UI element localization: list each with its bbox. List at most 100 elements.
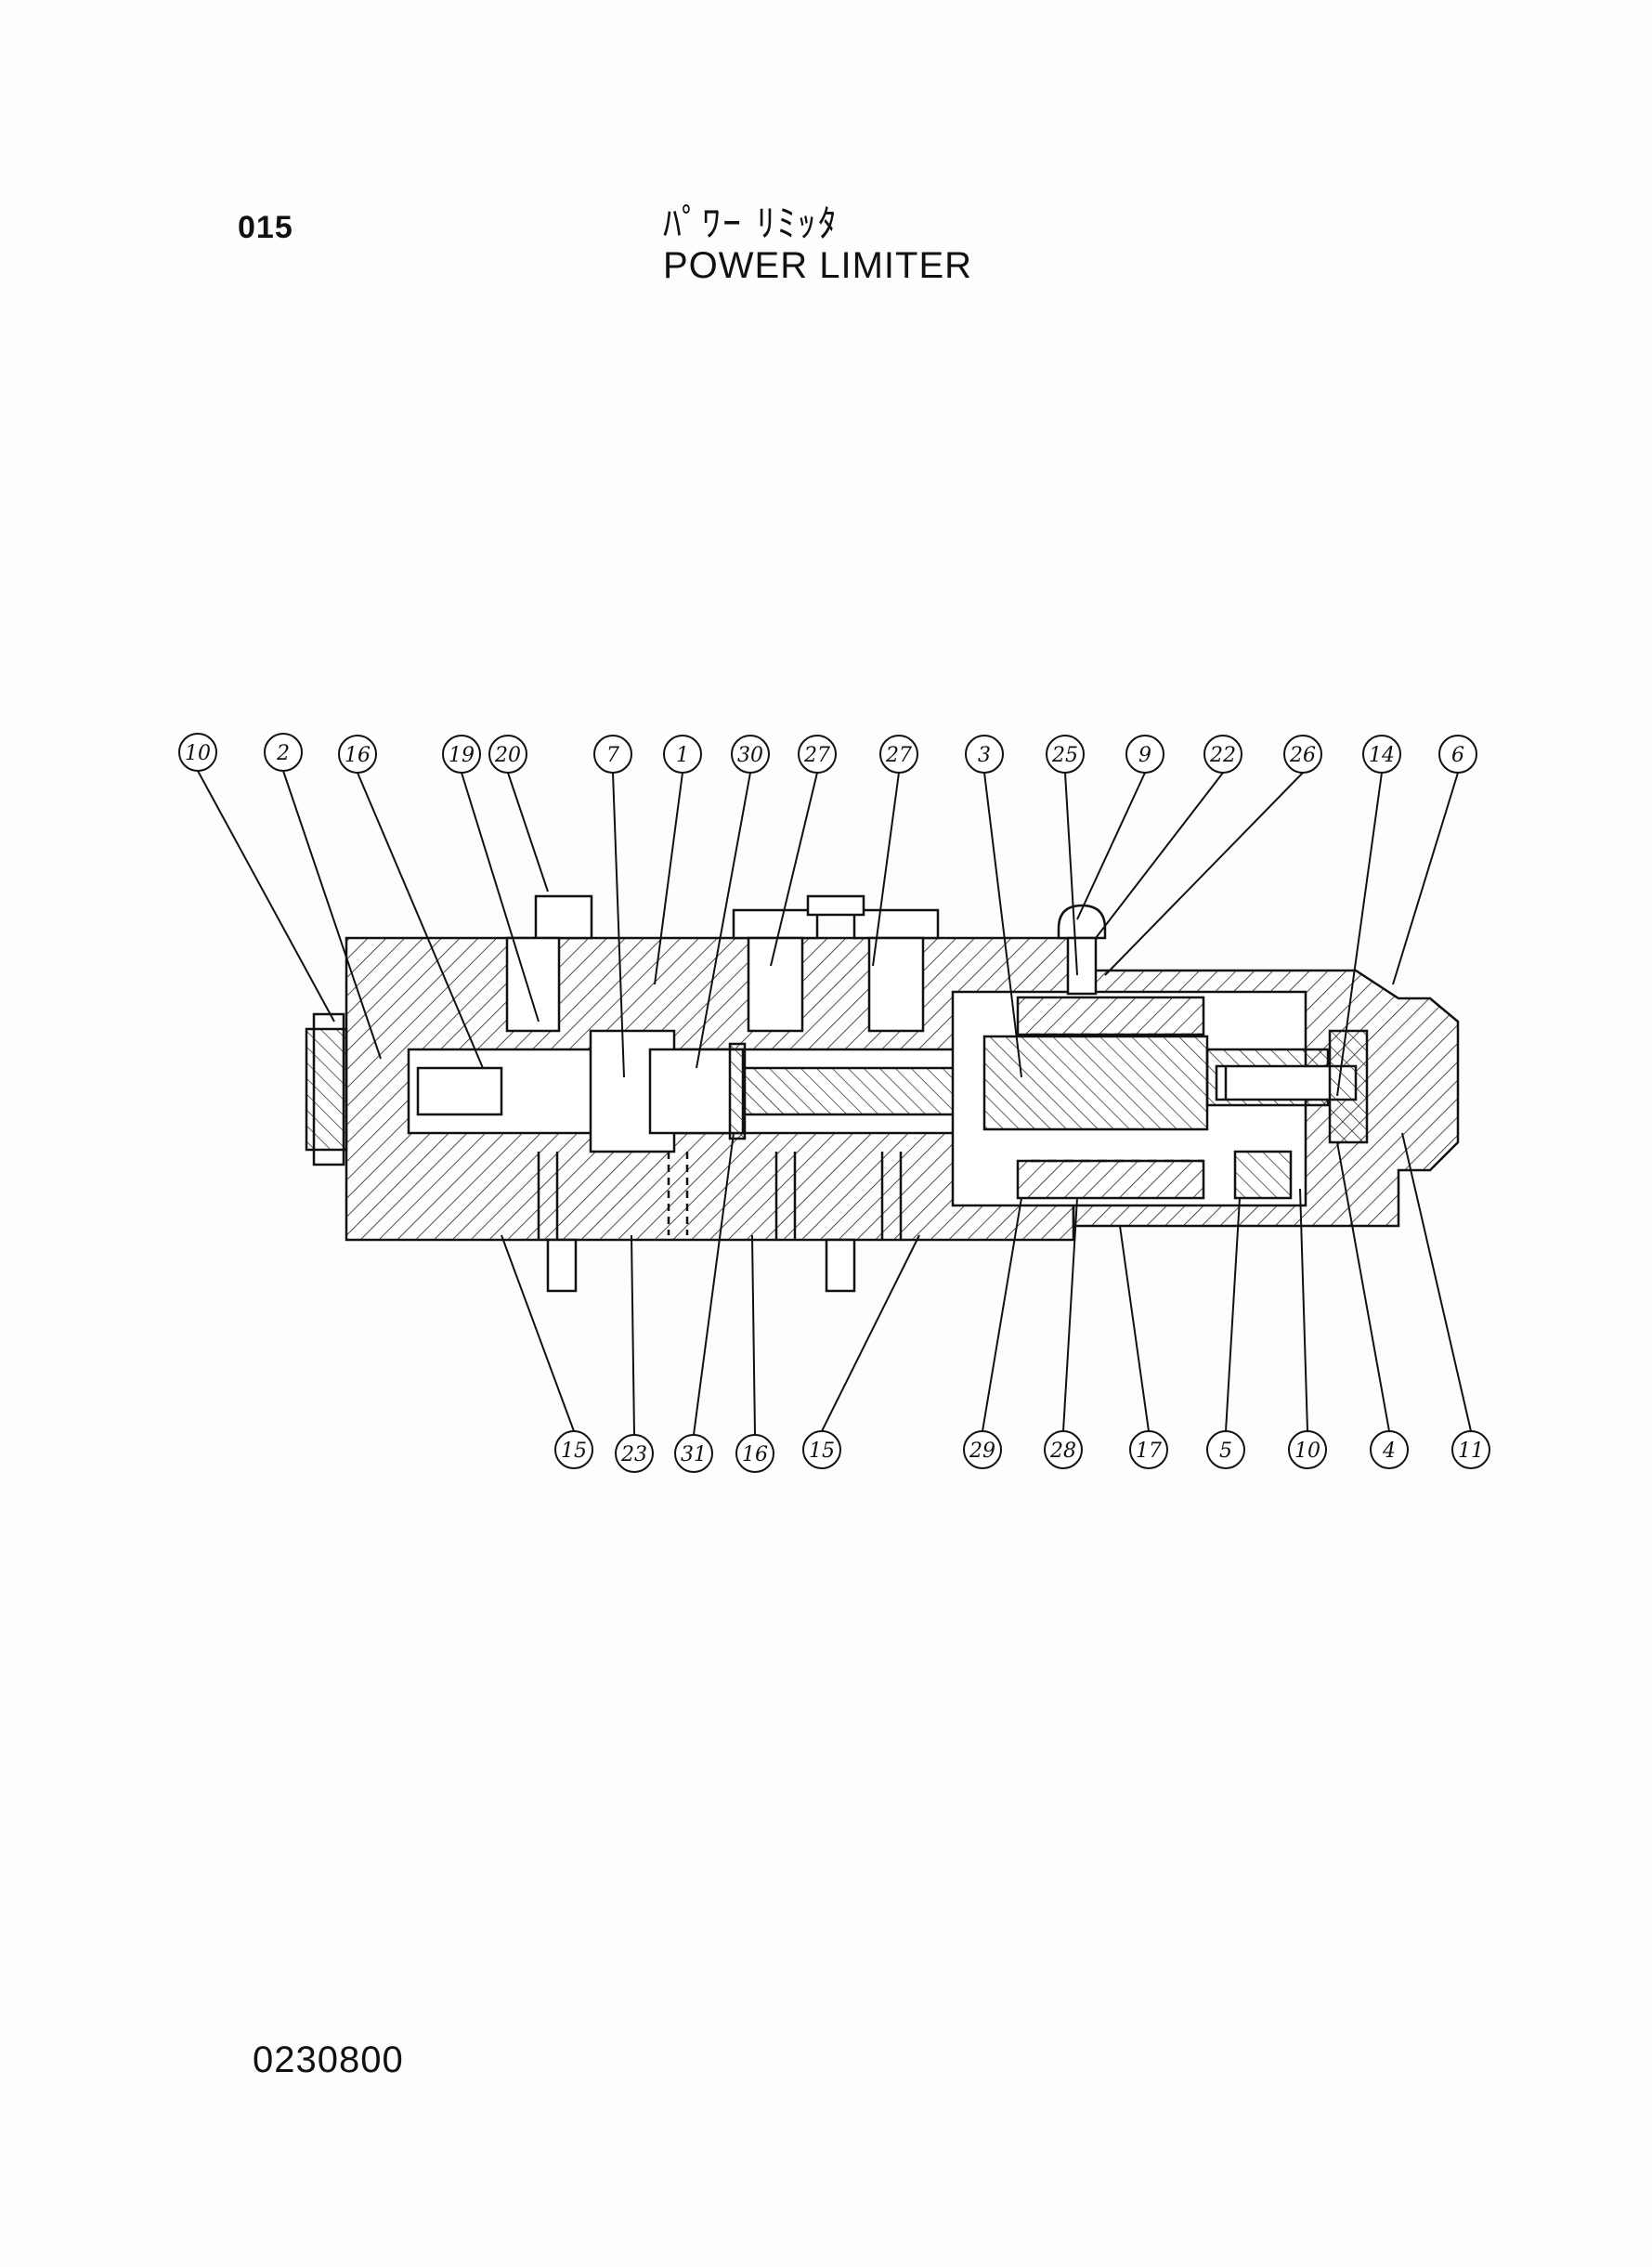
callout-bubble-bottom-2 (674, 1434, 713, 1473)
callout-leader-top-7 (696, 772, 751, 1069)
callout-bubble-top-2 (338, 735, 377, 774)
spring-seat (1233, 1150, 1293, 1200)
callout-leader-bottom-5 (982, 1197, 1022, 1432)
callout-label-top-12: 9 (1138, 744, 1151, 767)
breather-fitting (1057, 904, 1107, 940)
callout-label-top-10: 3 (978, 744, 991, 767)
top-plug-2 (852, 908, 940, 940)
title-english: POWER LIMITER (663, 245, 973, 286)
top-plug-1 (732, 908, 819, 940)
sheet-number: 015 (238, 210, 293, 245)
callout-leader-top-0 (197, 770, 335, 1023)
callout-leader-top-6 (654, 772, 683, 985)
callout-bubble-bottom-3 (735, 1434, 774, 1473)
callout-bubble-top-14 (1283, 735, 1322, 774)
document-code: 0230800 (253, 2039, 404, 2080)
callout-label-bottom-0: 15 (561, 1440, 587, 1463)
callout-leader-bottom-10 (1336, 1141, 1390, 1432)
callout-leader-bottom-0 (501, 1234, 575, 1432)
callout-bubble-top-1 (264, 733, 303, 772)
bottom-pin-right (825, 1238, 856, 1293)
callout-bubble-bottom-5 (963, 1430, 1002, 1469)
callout-bubble-top-16 (1438, 735, 1477, 774)
callout-label-bottom-11: 11 (1458, 1440, 1484, 1463)
callout-bubble-top-7 (731, 735, 770, 774)
callout-leader-top-9 (872, 772, 900, 967)
callout-label-bottom-10: 4 (1382, 1440, 1396, 1463)
callout-label-top-15: 14 (1369, 744, 1395, 767)
callout-leader-top-8 (770, 772, 818, 967)
plug-bore (416, 1066, 503, 1116)
callout-label-top-0: 10 (185, 742, 211, 765)
callout-bubble-top-4 (488, 735, 527, 774)
callout-leader-bottom-8 (1225, 1197, 1241, 1432)
callout-bubble-top-12 (1125, 735, 1164, 774)
callout-label-top-7: 30 (737, 744, 763, 767)
callout-label-bottom-5: 29 (969, 1440, 995, 1463)
callout-label-bottom-6: 28 (1049, 1440, 1076, 1463)
callout-bubble-bottom-10 (1370, 1430, 1409, 1469)
callout-label-bottom-4: 15 (809, 1440, 835, 1463)
callout-leader-top-13 (1095, 772, 1224, 939)
callout-bubble-top-13 (1203, 735, 1242, 774)
callout-leader-top-3 (461, 772, 540, 1023)
callout-label-top-1: 2 (276, 742, 290, 765)
title-japanese: ﾊﾟﾜｰ ﾘﾐｯﾀ (663, 202, 839, 245)
top-plug-1-stem (747, 936, 804, 1033)
callout-leader-top-15 (1336, 772, 1383, 1097)
callout-bubble-top-0 (178, 733, 217, 772)
callout-label-top-8: 27 (803, 744, 830, 767)
callout-bubble-bottom-11 (1451, 1430, 1490, 1469)
callout-label-top-11: 25 (1051, 744, 1078, 767)
piston-ring (728, 1042, 747, 1140)
callout-label-top-3: 19 (449, 744, 475, 767)
breather-stem (1066, 936, 1098, 996)
callout-label-bottom-8: 5 (1219, 1440, 1232, 1463)
callout-bubble-top-8 (798, 735, 837, 774)
end-plate (1328, 1029, 1369, 1144)
callout-bubble-bottom-1 (615, 1434, 654, 1473)
callout-leader-bottom-7 (1119, 1225, 1150, 1432)
callout-bubble-bottom-6 (1044, 1430, 1083, 1469)
callout-label-top-6: 1 (676, 744, 689, 767)
callout-bubble-top-3 (442, 735, 481, 774)
callout-bubble-top-15 (1362, 735, 1401, 774)
callouts-bottom: 15 23 31 16 15 29 28 17 5 10 4 11 (501, 1132, 1490, 1473)
sleeve-top (1016, 996, 1205, 1036)
callout-label-top-2: 16 (345, 744, 371, 767)
callout-bubble-top-10 (965, 735, 1004, 774)
top-plug-2-stem (867, 936, 925, 1033)
callout-leader-bottom-6 (1062, 1197, 1078, 1432)
callout-label-top-5: 7 (606, 744, 619, 767)
callout-label-bottom-9: 10 (1294, 1440, 1320, 1463)
callout-leader-top-11 (1064, 772, 1078, 976)
callout-label-top-9: 27 (885, 744, 912, 767)
top-fitting-a-stem (505, 936, 561, 1033)
callout-leader-bottom-11 (1401, 1132, 1472, 1432)
callout-leader-top-10 (983, 772, 1022, 1078)
callout-leader-top-4 (507, 772, 549, 892)
callout-leader-top-1 (282, 770, 382, 1060)
callout-label-bottom-1: 23 (620, 1443, 647, 1466)
callout-label-bottom-2: 31 (681, 1443, 707, 1466)
callout-bubble-top-6 (663, 735, 702, 774)
callout-leader-bottom-4 (821, 1234, 920, 1432)
callout-leader-bottom-2 (693, 1132, 735, 1436)
callout-label-bottom-7: 17 (1136, 1440, 1162, 1463)
callout-leader-top-2 (357, 772, 484, 1069)
callout-bubble-bottom-7 (1129, 1430, 1168, 1469)
left-nut (312, 1012, 345, 1166)
callout-bubble-bottom-0 (554, 1430, 593, 1469)
callout-label-bottom-3: 16 (742, 1443, 768, 1466)
left-end-cap (305, 1027, 348, 1152)
valve-body (305, 894, 1460, 1293)
callout-leader-bottom-3 (751, 1234, 756, 1436)
callout-leader-bottom-1 (631, 1234, 635, 1436)
callout-leader-top-14 (1104, 772, 1304, 976)
callout-leader-top-5 (612, 772, 625, 1078)
sleeve-bottom (1016, 1159, 1205, 1200)
callout-bubble-bottom-4 (802, 1430, 841, 1469)
